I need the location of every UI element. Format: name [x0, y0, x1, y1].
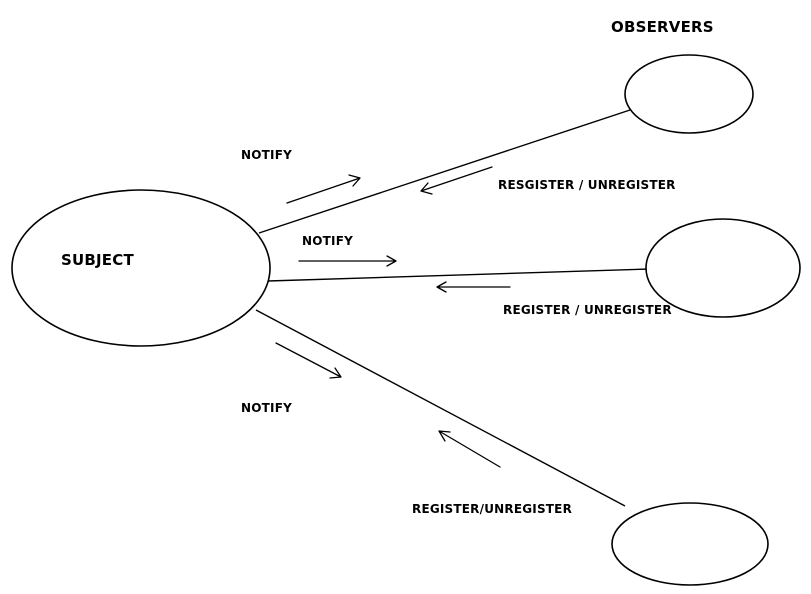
notify-label-middle: NOTIFY: [302, 234, 353, 248]
link-line-bottom: [255, 309, 626, 507]
register-label-top: RESGISTER / UNREGISTER: [498, 178, 676, 192]
notify-arrow-bottom: [275, 342, 342, 379]
observer-node-top: [624, 54, 754, 134]
notify-label-top: NOTIFY: [241, 148, 292, 162]
notify-arrow-middle: [298, 255, 397, 267]
register-label-bottom: REGISTER/UNREGISTER: [412, 502, 572, 516]
register-arrow-middle: [436, 281, 511, 293]
notify-arrow-top: [286, 174, 361, 204]
observer-node-middle: [645, 218, 801, 318]
register-arrow-top: [420, 166, 493, 195]
link-line-top: [258, 109, 631, 234]
register-label-middle: REGISTER / UNREGISTER: [503, 303, 672, 317]
link-line-middle: [267, 268, 651, 282]
subject-label: SUBJECT: [61, 251, 134, 269]
register-arrow-bottom: [438, 430, 501, 468]
observer-node-bottom: [611, 502, 769, 586]
observers-heading: OBSERVERS: [611, 18, 714, 36]
notify-label-bottom: NOTIFY: [241, 401, 292, 415]
subject-node: [11, 189, 271, 347]
